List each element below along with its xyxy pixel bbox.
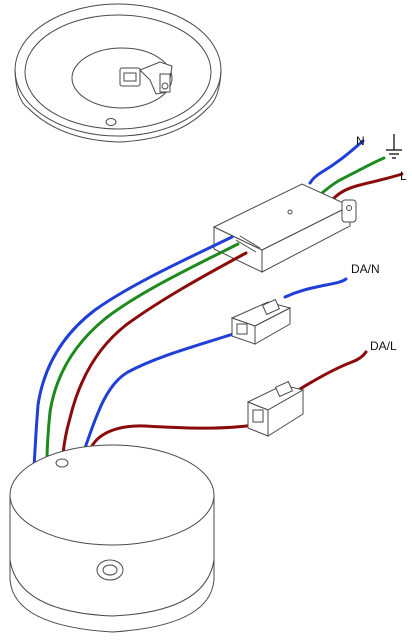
earth-ground-icon xyxy=(386,134,402,159)
base-side-wall xyxy=(14,69,222,143)
label-live: L xyxy=(400,169,407,183)
connector-side-face xyxy=(261,205,351,273)
da-live-wires xyxy=(90,350,368,448)
base-screw-hole xyxy=(105,118,117,126)
da-live-output-wire xyxy=(298,350,368,391)
da-neutral-wires xyxy=(83,277,348,450)
supply-earth-wire xyxy=(320,156,386,195)
pendant-wires xyxy=(32,235,248,470)
supply-wires xyxy=(308,139,404,201)
holder-base-curve xyxy=(9,559,215,617)
label-neutral: N xyxy=(356,134,365,148)
da-neutral-input-wire xyxy=(83,331,238,450)
supply-live-wire xyxy=(331,172,404,201)
da-neutral-connector xyxy=(230,298,292,345)
holder-cable-gland-inner xyxy=(102,564,118,576)
terminal-block-top xyxy=(119,61,173,95)
holder-top-rim xyxy=(9,444,215,546)
pendant-lamp-holder xyxy=(9,444,215,633)
supply-neutral-wire xyxy=(308,139,365,185)
da-live-connector xyxy=(246,380,305,437)
connector-screw xyxy=(287,209,293,215)
pendant-neutral-wire xyxy=(32,235,234,470)
holder-entry-grommet xyxy=(55,458,69,468)
ceiling-rose-base xyxy=(14,3,222,143)
da-live-input-wire xyxy=(90,423,256,448)
pendant-earth-wire xyxy=(45,242,240,464)
label-da-live: DA/L xyxy=(370,339,397,353)
label-da-neutral: DA/N xyxy=(351,262,380,276)
da-neutral-output-wire xyxy=(283,277,348,299)
pendant-live-wire xyxy=(61,251,248,456)
